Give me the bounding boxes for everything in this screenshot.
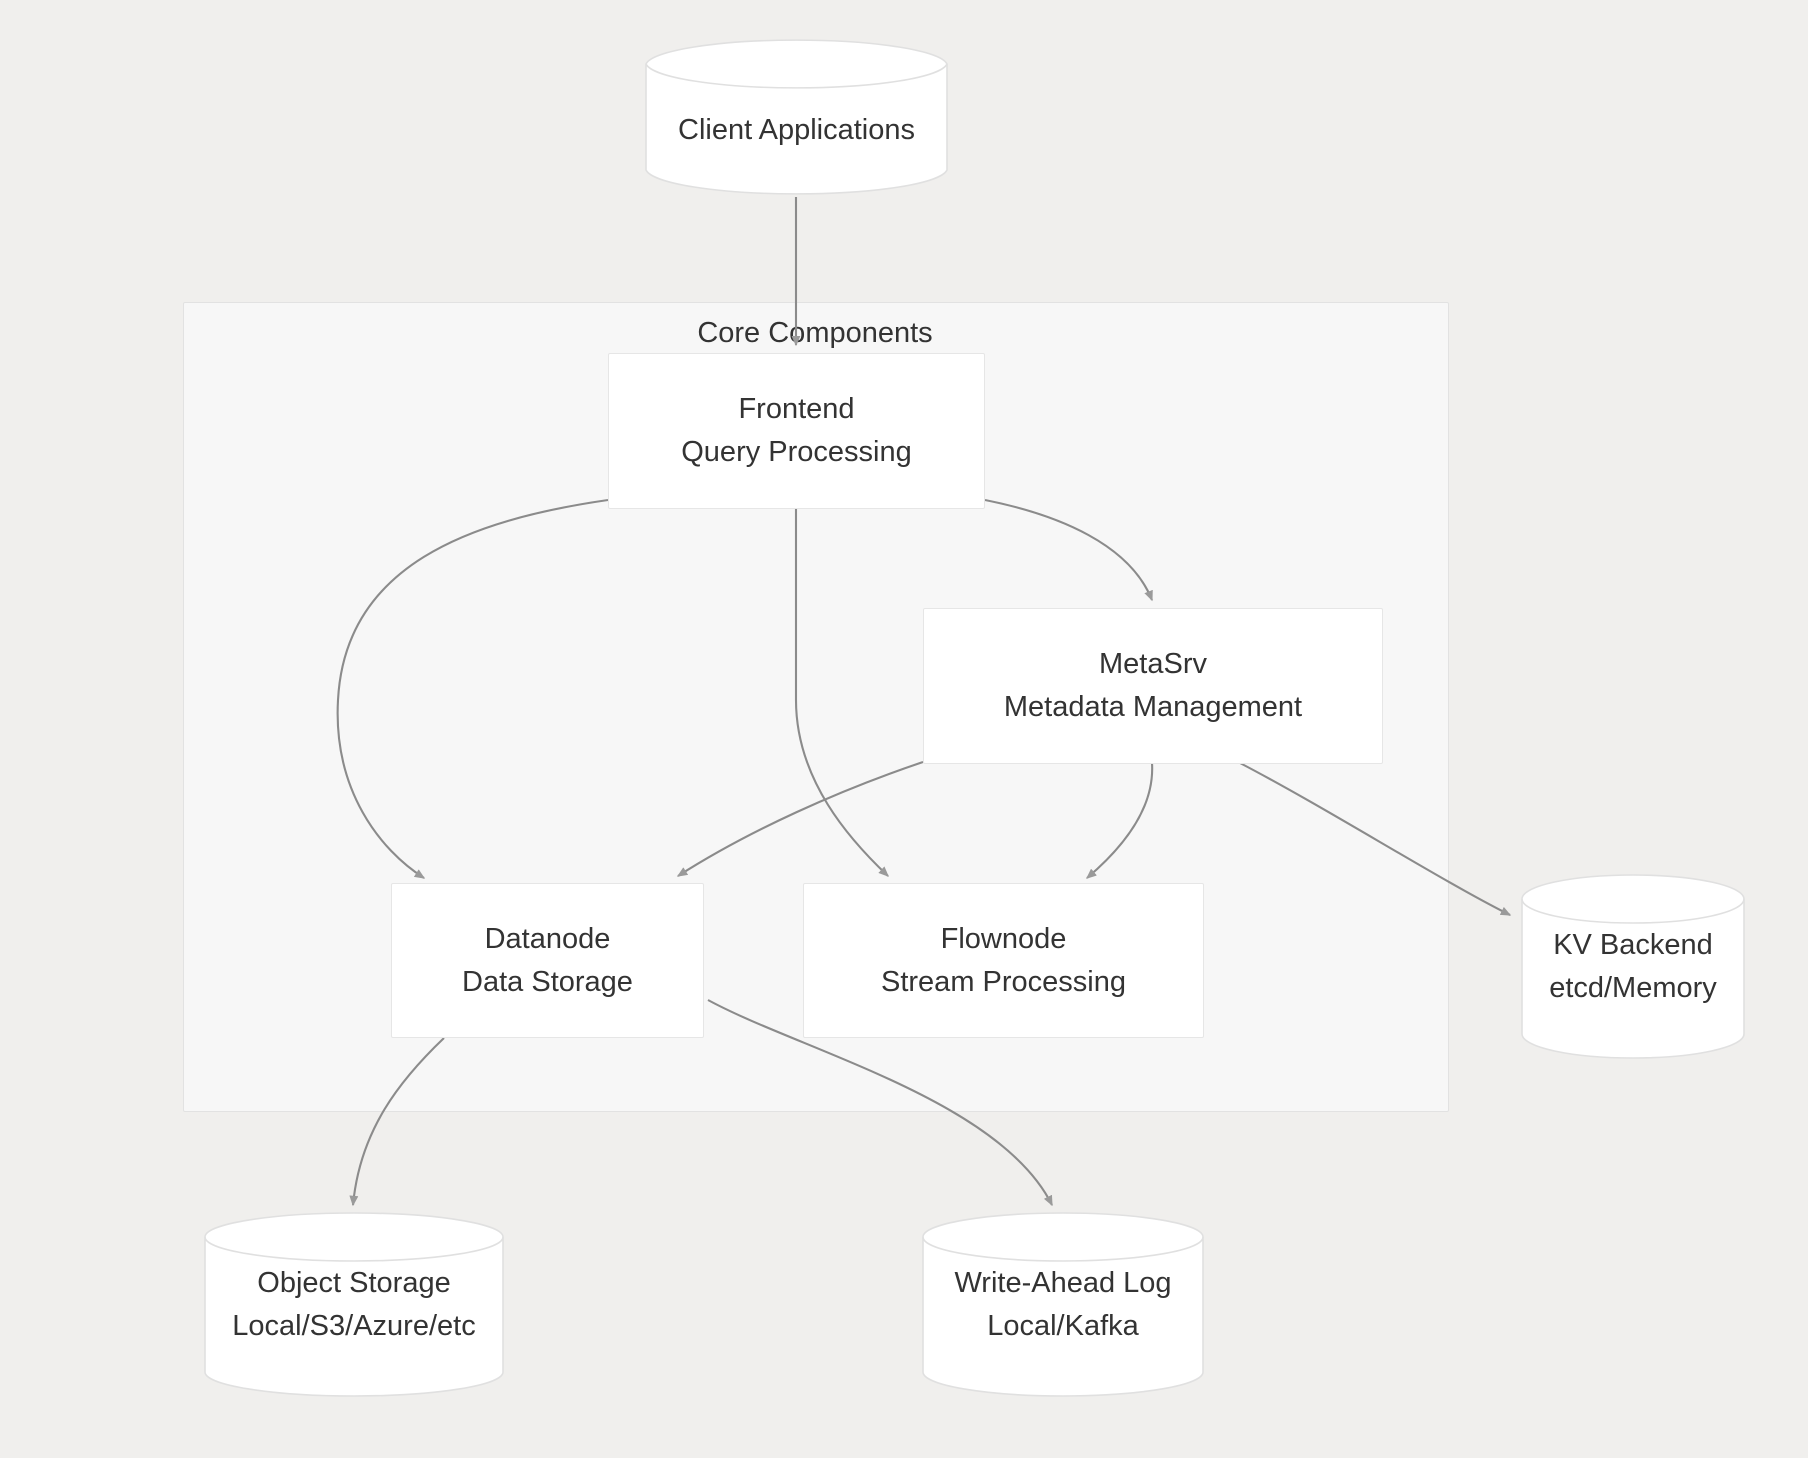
node-label-flownode: Flownode	[940, 922, 1067, 955]
node-sublabel-frontend: Query Processing	[681, 436, 912, 468]
node-sublabel-datanode: Data Storage	[462, 965, 633, 998]
node-sublabel-kv-backend: etcd/Memory	[1549, 971, 1717, 1004]
node-flownode[interactable]: Flownode Stream Processing	[803, 883, 1204, 1038]
node-write-ahead-log[interactable]: Write-Ahead Log Local/Kafka	[922, 1212, 1204, 1397]
node-frontend[interactable]: Frontend Query Processing	[608, 353, 985, 509]
node-label-client-applications: Client Applications	[678, 113, 915, 146]
node-metasrv[interactable]: MetaSrv Metadata Management	[923, 608, 1383, 764]
node-label-write-ahead-log: Write-Ahead Log	[954, 1266, 1172, 1299]
node-client-applications[interactable]: Client Applications	[645, 38, 948, 196]
node-sublabel-metasrv: Metadata Management	[1003, 691, 1303, 723]
node-object-storage[interactable]: Object Storage Local/S3/Azure/etc	[204, 1212, 504, 1397]
node-kv-backend[interactable]: KV Backend etcd/Memory	[1521, 874, 1745, 1059]
node-sublabel-flownode: Stream Processing	[881, 965, 1126, 998]
node-label-object-storage: Object Storage	[257, 1266, 451, 1299]
node-label-datanode: Datanode	[484, 922, 611, 955]
node-sublabel-object-storage: Local/S3/Azure/etc	[232, 1309, 476, 1342]
node-label-metasrv: MetaSrv	[1099, 648, 1207, 681]
node-datanode[interactable]: Datanode Data Storage	[391, 883, 704, 1038]
subgraph-title-core-components: Core Components	[697, 317, 933, 349]
node-label-kv-backend: KV Backend	[1553, 928, 1713, 961]
node-sublabel-write-ahead-log: Local/Kafka	[987, 1309, 1139, 1342]
node-label-frontend: Frontend	[738, 393, 855, 426]
